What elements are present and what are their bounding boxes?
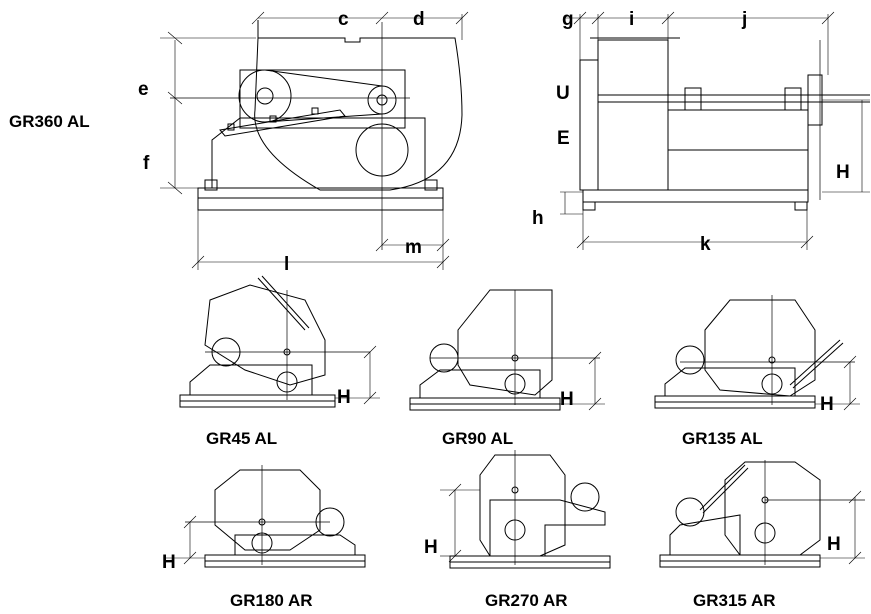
gr135-h-label: H [820, 394, 834, 415]
variant-gr180 [165, 465, 366, 568]
main-front-view [160, 11, 469, 270]
main-motor-frame [239, 69, 406, 129]
dim-d: d [413, 9, 425, 30]
dim-e: e [138, 79, 149, 100]
dim-h: h [532, 208, 544, 229]
gr45-h-label: H [337, 387, 351, 408]
side-housing [597, 39, 669, 191]
variant-gr90 [409, 289, 605, 411]
gr90-caption: GR90 AL [442, 429, 513, 448]
gr135-caption: GR135 AL [682, 429, 763, 448]
main-model-label: GR360 AL [9, 112, 90, 131]
dim-U: U [556, 83, 570, 104]
variant-gr270 [440, 450, 611, 569]
side-bearing-left [684, 87, 702, 111]
gr180-caption: GR180 AR [230, 591, 313, 610]
main-pulley-large [238, 69, 292, 123]
gr90-h-label: H [560, 389, 574, 410]
variant-gr135 [654, 295, 860, 411]
dim-k: k [700, 234, 711, 255]
dim-m: m [405, 237, 422, 258]
dim-j: j [741, 9, 747, 30]
variant-gr315 [659, 460, 865, 568]
variant-gr45 [179, 275, 380, 408]
dim-H-side: H [836, 162, 850, 183]
gr45-caption: GR45 AL [206, 429, 277, 448]
dim-c: c [338, 9, 349, 30]
side-bearing-right [784, 87, 802, 111]
main-pedestal [211, 117, 426, 189]
main-base-plate [197, 187, 444, 211]
side-view [560, 11, 870, 250]
dim-f: f [143, 153, 150, 174]
dim-E: E [557, 128, 570, 149]
gr315-caption: GR315 AR [693, 591, 776, 610]
gr180-h-label: H [162, 552, 176, 573]
gr315-h-label: H [827, 534, 841, 555]
dim-i: i [629, 9, 634, 30]
dim-g: g [562, 9, 574, 30]
main-volute [254, 20, 463, 191]
dim-l: l [284, 254, 289, 275]
gr270-h-label: H [424, 537, 438, 558]
gr270-caption: GR270 AR [485, 591, 568, 610]
side-base-plate [582, 189, 809, 203]
